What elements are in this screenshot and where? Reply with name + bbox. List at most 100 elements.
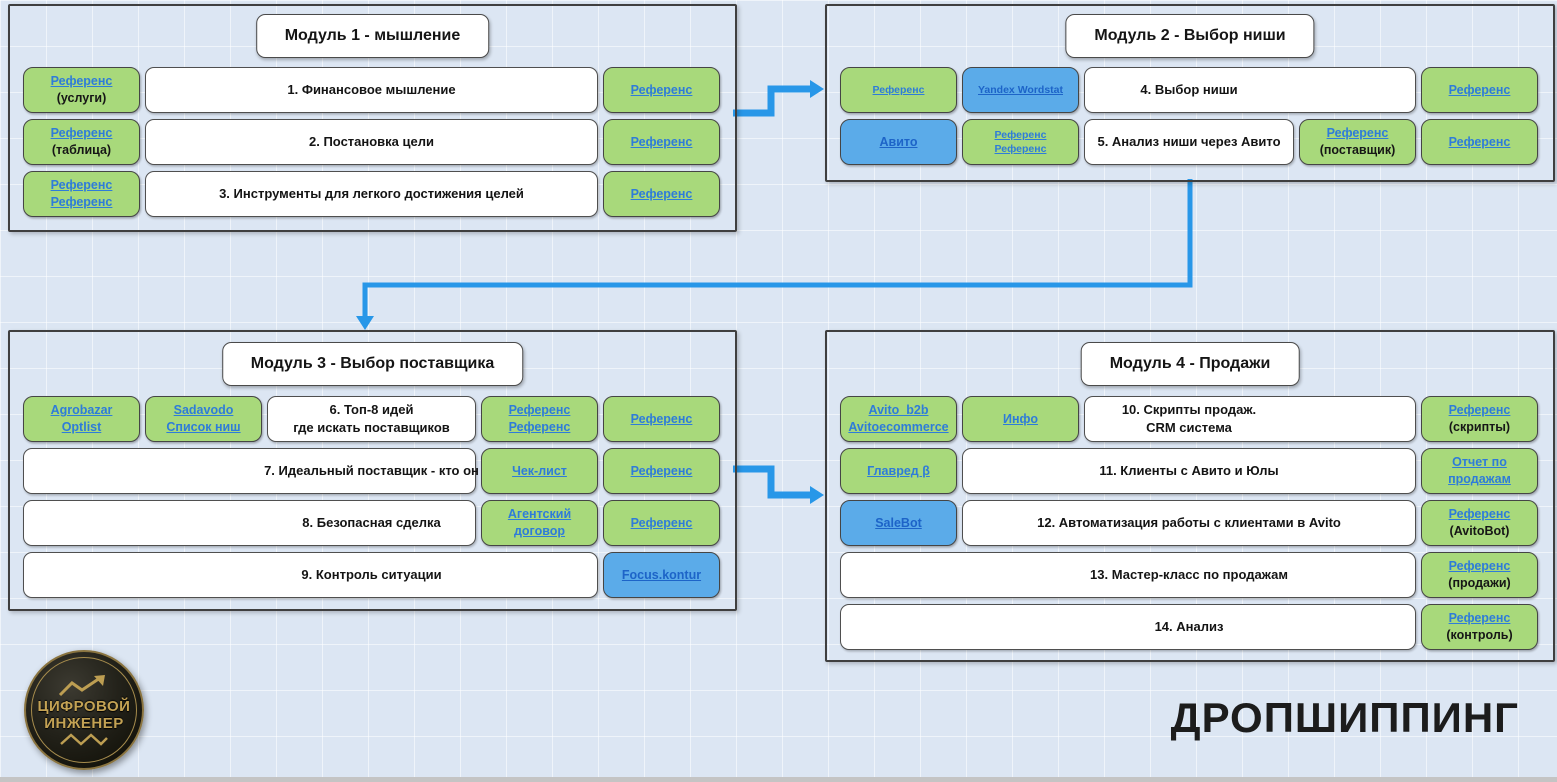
- reference-link[interactable]: Yandex Wordstat: [978, 83, 1063, 96]
- reference-button[interactable]: Референс: [603, 119, 720, 165]
- reference-button[interactable]: Чек-лист: [481, 448, 598, 494]
- reference-link[interactable]: Референс: [1448, 134, 1511, 149]
- lesson-bar: [23, 500, 476, 546]
- reference-link[interactable]: договор: [513, 524, 566, 538]
- reference-link[interactable]: Референс: [630, 515, 693, 530]
- reference-link[interactable]: Референс: [508, 420, 571, 434]
- lesson-bar: [267, 396, 476, 442]
- reference-link[interactable]: Референс: [1448, 82, 1511, 97]
- reference-link[interactable]: Sadavodo: [173, 403, 234, 418]
- reference-button[interactable]: Главред β: [840, 448, 957, 494]
- reference-link[interactable]: Референс: [630, 411, 693, 426]
- reference-button[interactable]: SaleBot: [840, 500, 957, 546]
- reference-link[interactable]: Avito_b2b: [868, 403, 929, 418]
- reference-button[interactable]: Референс(AvitoBot): [1421, 500, 1538, 546]
- reference-link[interactable]: Авито: [879, 134, 918, 149]
- lesson-bar: [1084, 396, 1416, 442]
- reference-link[interactable]: SaleBot: [875, 515, 922, 530]
- reference-button[interactable]: Yandex Wordstat: [962, 67, 1079, 113]
- reference-link[interactable]: Референс: [872, 83, 925, 96]
- reference-link[interactable]: Focus.kontur: [621, 567, 702, 582]
- reference-link[interactable]: Референс: [50, 74, 113, 89]
- reference-button[interactable]: Отчет по продажам: [1421, 448, 1538, 494]
- reference-link[interactable]: Референс: [1448, 403, 1511, 418]
- lesson-bar: [23, 552, 598, 598]
- reference-link[interactable]: Референс: [1326, 126, 1389, 141]
- reference-link[interactable]: Референс: [50, 178, 113, 193]
- reference-link[interactable]: Agrobazar: [50, 403, 113, 418]
- reference-link[interactable]: Референс: [994, 143, 1047, 155]
- reference-link[interactable]: Инфо: [1003, 411, 1038, 426]
- lesson-bar: [840, 552, 1416, 598]
- reference-link[interactable]: Список ниш: [166, 420, 241, 434]
- reference-button[interactable]: Референс: [603, 396, 720, 442]
- module-1-title: Модуль 1 - мышление: [255, 14, 490, 58]
- reference-button[interactable]: Референс(таблица): [23, 119, 140, 165]
- logo-text-line2: ИНЖЕНЕР: [44, 715, 124, 732]
- reference-link[interactable]: Avitoecommerce: [848, 420, 949, 434]
- reference-button[interactable]: Референс(услуги): [23, 67, 140, 113]
- reference-link[interactable]: Референс: [630, 463, 693, 478]
- reference-link[interactable]: Референс: [1448, 611, 1511, 626]
- lesson-bar: [145, 67, 598, 113]
- reference-button[interactable]: Референс(скрипты): [1421, 396, 1538, 442]
- reference-button[interactable]: Авито: [840, 119, 957, 165]
- reference-link[interactable]: Референс: [630, 186, 693, 201]
- reference-link[interactable]: Референс: [630, 134, 693, 149]
- reference-link[interactable]: Референс: [630, 82, 693, 97]
- reference-link[interactable]: Optlist: [61, 420, 102, 434]
- reference-link[interactable]: Референс: [1448, 507, 1511, 522]
- dropshipping-watermark: ДРОПШИППИНГ: [1170, 694, 1519, 741]
- lesson-bar: [1084, 119, 1294, 165]
- lesson-bar: [962, 500, 1416, 546]
- reference-button[interactable]: Focus.kontur: [603, 552, 720, 598]
- reference-link[interactable]: Референс: [50, 126, 113, 141]
- module-1-box: Модуль 1 - мышление Референс(услуги)Рефе…: [8, 4, 737, 232]
- reference-button[interactable]: Референс: [1421, 67, 1538, 113]
- reference-button[interactable]: Агентский договор: [481, 500, 598, 546]
- arrow-module1-to-module2: [733, 85, 811, 117]
- reference-link[interactable]: Отчет по: [1452, 455, 1507, 470]
- lesson-bar: [840, 604, 1416, 650]
- arrowhead-module2: [810, 80, 824, 98]
- digital-engineer-logo: ЦИФРОВОЙ ИНЖЕНЕР: [24, 650, 144, 770]
- reference-button[interactable]: Референс: [603, 67, 720, 113]
- reference-link[interactable]: Референс: [508, 403, 571, 418]
- reference-button[interactable]: Инфо: [962, 396, 1079, 442]
- reference-link[interactable]: Референс: [50, 195, 113, 209]
- reference-button[interactable]: Референс (продажи): [1421, 552, 1538, 598]
- reference-link[interactable]: Референс: [994, 128, 1047, 141]
- arrow-module3-to-module4: [733, 465, 811, 499]
- reference-button[interactable]: Референс: [603, 500, 720, 546]
- reference-link[interactable]: Чек-лист: [512, 463, 567, 478]
- reference-button[interactable]: Референс: [1421, 119, 1538, 165]
- reference-link[interactable]: продажам: [1448, 472, 1511, 486]
- reference-button[interactable]: Референс: [603, 171, 720, 217]
- reference-button[interactable]: Референс: [603, 448, 720, 494]
- reference-button[interactable]: Референс: [840, 67, 957, 113]
- reference-link[interactable]: Агентский: [507, 507, 572, 522]
- reference-note: (продажи): [1448, 576, 1511, 590]
- reference-link[interactable]: Главред β: [867, 463, 930, 478]
- reference-button[interactable]: Референс(контроль): [1421, 604, 1538, 650]
- lesson-bar: [145, 119, 598, 165]
- reference-link[interactable]: Референс: [1448, 559, 1511, 574]
- reference-button[interactable]: Референс(поставщик): [1299, 119, 1416, 165]
